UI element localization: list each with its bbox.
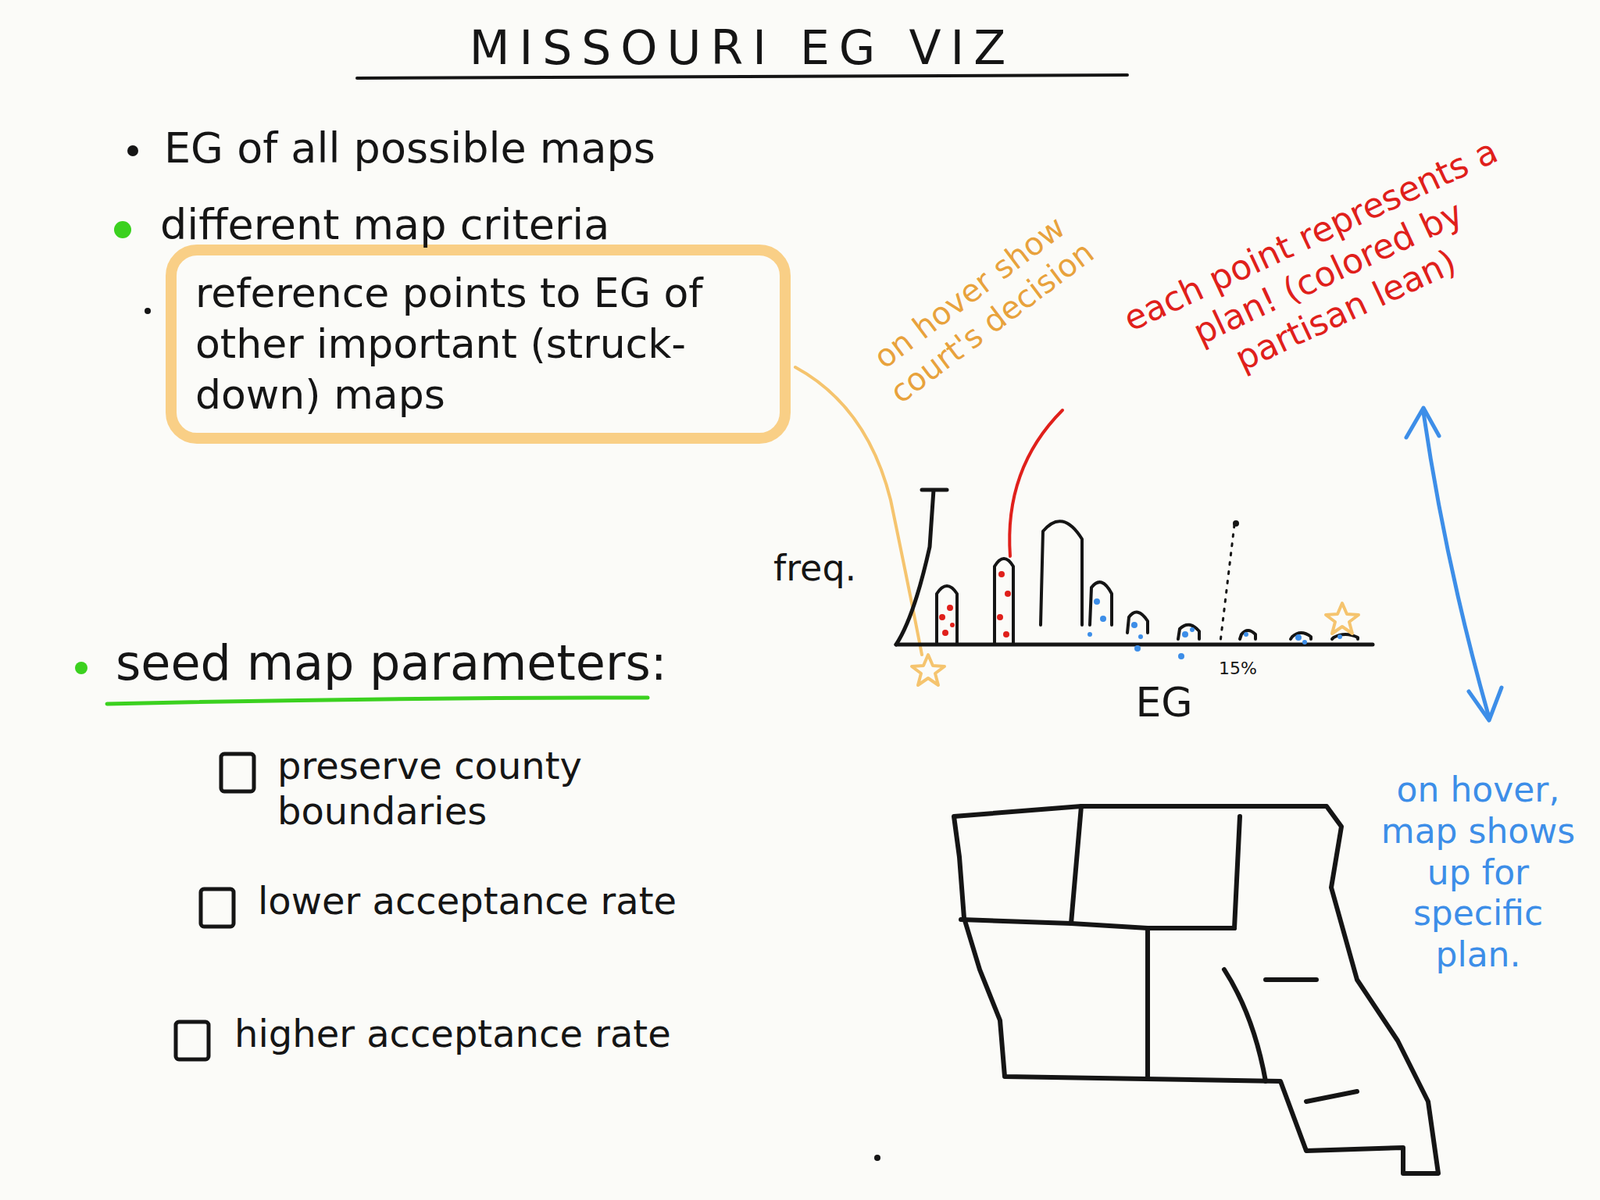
title-underline bbox=[357, 75, 1128, 79]
section-heading: seed map parameters: bbox=[115, 634, 710, 693]
bullet bbox=[127, 145, 139, 157]
y-axis bbox=[896, 489, 947, 645]
axis-label: freq. bbox=[773, 546, 891, 590]
tick-label: 15% bbox=[1218, 658, 1282, 679]
star-marker bbox=[1325, 603, 1359, 634]
checkbox-label: higher acceptance rate bbox=[234, 1011, 735, 1058]
annotation: each point represents a plan! (colored b… bbox=[1103, 124, 1553, 422]
arrow-head bbox=[1468, 687, 1502, 721]
dotted-line bbox=[1220, 525, 1235, 643]
checkbox bbox=[221, 753, 254, 792]
dot bbox=[874, 1154, 881, 1161]
bullet bbox=[144, 307, 151, 315]
leader-line bbox=[795, 367, 922, 655]
bullet bbox=[75, 661, 88, 675]
double-arrow bbox=[1423, 412, 1489, 715]
box-text: reference points to EG of other importan… bbox=[195, 267, 761, 421]
arrow-head bbox=[1406, 407, 1440, 438]
star-marker bbox=[911, 654, 945, 686]
checkbox-label: preserve county boundaries bbox=[277, 743, 668, 834]
green-underline bbox=[107, 697, 648, 704]
bullet-text: EG of all possible maps bbox=[164, 123, 868, 175]
bullet-text: different map criteria bbox=[160, 200, 864, 251]
missouri-map bbox=[953, 806, 1439, 1174]
callout-box: reference points to EG of other importan… bbox=[165, 244, 791, 444]
plan-points bbox=[939, 571, 1011, 638]
checkbox bbox=[175, 1021, 209, 1060]
title: MISSOURI EG VIZ bbox=[357, 19, 1128, 76]
checkbox bbox=[200, 889, 234, 927]
histogram-bars bbox=[936, 521, 1358, 643]
plan-points bbox=[1087, 598, 1343, 660]
annotation: on hover, map shows up for specific plan… bbox=[1368, 769, 1588, 976]
axis-label: EG bbox=[1125, 678, 1204, 727]
leader-line bbox=[1009, 410, 1063, 557]
bullet bbox=[114, 221, 132, 239]
checkbox-label: lower acceptance rate bbox=[257, 878, 696, 925]
x-axis bbox=[896, 642, 1373, 647]
dot bbox=[1232, 520, 1240, 527]
annotation: on hover show court's decision bbox=[851, 196, 1109, 417]
